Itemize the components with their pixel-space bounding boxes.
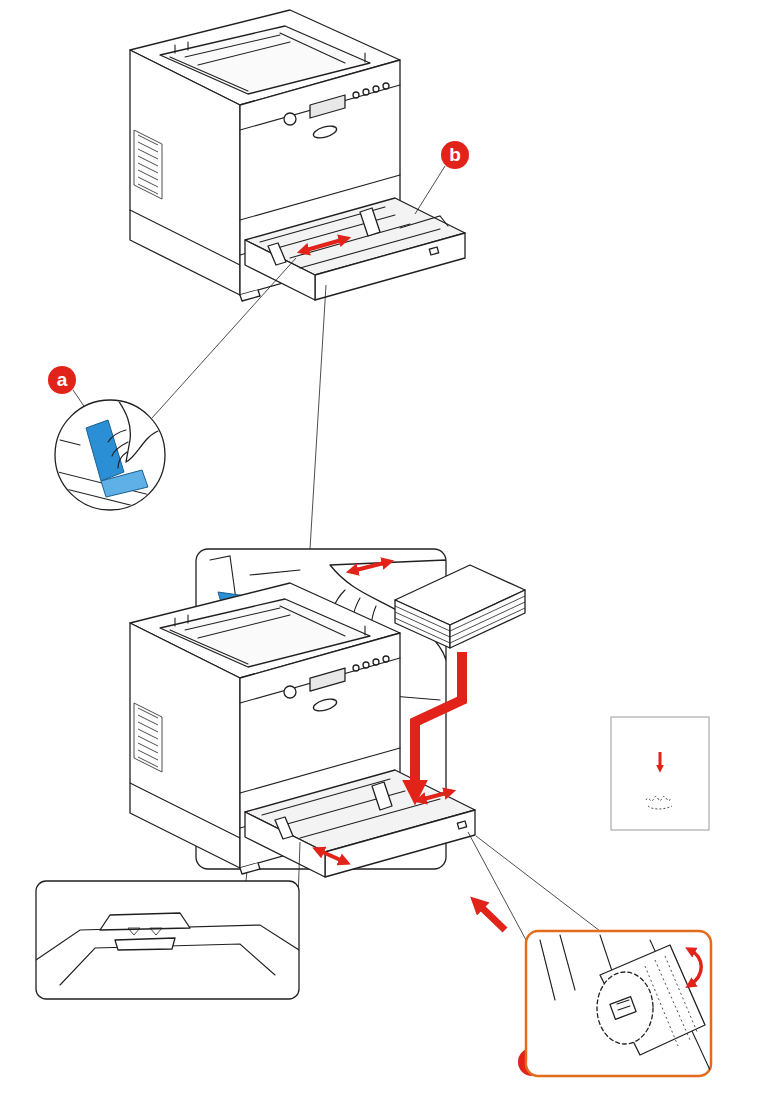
paper-tray-open (268, 243, 286, 265)
paper-orientation-icon (646, 796, 672, 809)
paper-tray-closing (275, 817, 293, 839)
paper-tray-open (360, 208, 380, 236)
detail-inset (597, 972, 653, 1044)
paper-tray-closing (372, 782, 392, 810)
loading-arrow (415, 652, 462, 790)
detail-inset (36, 881, 299, 999)
leader-line (415, 166, 445, 214)
paper-tray-closing (457, 821, 466, 829)
paper-tray-open (303, 239, 345, 251)
callout-circle (48, 366, 76, 394)
paper-orientation-icon (611, 717, 709, 830)
paper-tray-open (429, 247, 438, 255)
detail-inset (36, 881, 299, 999)
paper-ream (395, 596, 525, 643)
callout-letter: a (57, 370, 68, 389)
detail-inset (540, 935, 710, 1070)
detail-inset (36, 913, 299, 985)
detail-inset (36, 925, 299, 960)
paper-tray-closing (318, 850, 345, 862)
callout-letter: b (449, 145, 461, 164)
paper-tray-open (400, 216, 448, 228)
callout-letter: b (231, 895, 243, 914)
paper-tray-closing (245, 770, 475, 877)
paper-tray-closing (245, 812, 325, 877)
paper-orientation-icon (659, 752, 662, 768)
leader-line (468, 832, 526, 940)
leader-line (476, 836, 600, 931)
detail-inset (526, 931, 711, 1076)
paper-tray-open (245, 198, 465, 300)
detail-inset (610, 997, 636, 1020)
paper-ream (450, 590, 525, 648)
detail-inset (86, 420, 124, 481)
detail-inset (115, 938, 175, 950)
detail-inset (645, 956, 698, 1046)
detail-inset (50, 400, 170, 515)
loading-arrow (415, 652, 505, 930)
detail-inset (101, 470, 148, 497)
detail-inset (352, 562, 388, 571)
loading-arrow (478, 904, 505, 930)
paper-tray-open (260, 207, 440, 268)
detail-inset (128, 928, 162, 935)
detail-inset (526, 931, 711, 1076)
callout-circle (441, 141, 469, 169)
leader-line (310, 285, 326, 549)
callout-letter: c (527, 1052, 538, 1071)
paper-ream (395, 600, 450, 648)
detail-inset (540, 935, 710, 1070)
detail-inset (60, 944, 275, 985)
detail-inset (690, 950, 701, 985)
detail-inset (100, 913, 190, 930)
paper-ream (395, 565, 525, 648)
paper-orientation-icon (611, 717, 709, 830)
detail-inset (55, 400, 165, 510)
leader-line (152, 258, 296, 418)
paper-tray-closing (325, 810, 475, 877)
detail-inset (617, 1000, 630, 1010)
detail-inset (108, 430, 128, 468)
detail-inset (50, 400, 170, 515)
paper-tray-closing (420, 792, 450, 800)
